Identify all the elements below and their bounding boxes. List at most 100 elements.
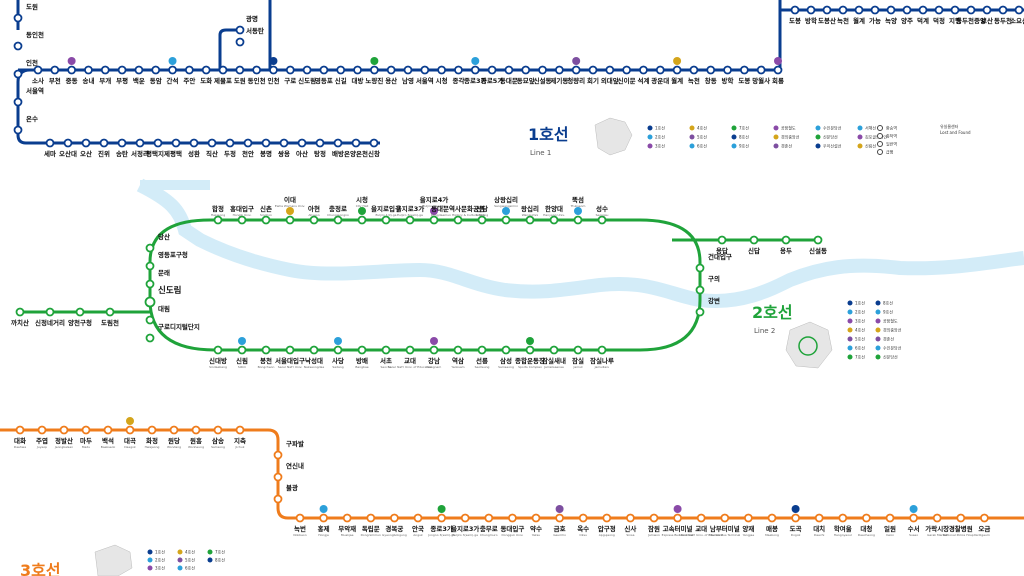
station[interactable]: 도화 (200, 65, 212, 86)
station[interactable]: 인천 (267, 57, 279, 85)
station[interactable]: 신도림 (144, 285, 182, 308)
station[interactable]: 도원 (13, 2, 38, 23)
station[interactable]: 창동 (705, 65, 717, 86)
station[interactable]: 서정리 (131, 138, 149, 159)
station[interactable]: 녹천 (837, 5, 849, 26)
station[interactable]: 덕정 (933, 5, 945, 26)
station[interactable]: 노량진 (365, 57, 383, 85)
station[interactable]: 연신내 (273, 461, 304, 482)
station[interactable]: 용산 (385, 65, 397, 86)
station[interactable]: 쌍용 (278, 138, 290, 159)
station[interactable]: 주안 (183, 65, 195, 86)
station[interactable]: 부개 (99, 65, 111, 86)
station[interactable]: 인천 (13, 58, 38, 79)
station[interactable]: 까치산 (11, 307, 29, 328)
station[interactable]: 강변 (695, 296, 720, 317)
station[interactable]: 불광 (273, 483, 298, 504)
station[interactable]: 아산 (296, 138, 308, 159)
station[interactable]: 서울역 (13, 86, 44, 107)
station[interactable]: 배방 (332, 138, 344, 159)
station[interactable]: 두정 (224, 138, 236, 159)
station[interactable]: 종로5가 (481, 65, 503, 86)
station[interactable]: 녹천 (688, 65, 700, 86)
station[interactable]: 영등포 (315, 65, 333, 86)
station[interactable]: 서동탄 (235, 26, 264, 47)
station[interactable]: 도림천 (101, 307, 119, 328)
station[interactable]: 남영 (402, 65, 414, 86)
station[interactable]: 구파발 (273, 439, 304, 460)
station[interactable]: 송내 (82, 65, 94, 86)
station[interactable]: 양천구청 (68, 307, 92, 328)
station[interactable]: 소요산 (1010, 5, 1024, 26)
station[interactable]: 월계 (671, 57, 683, 85)
station[interactable]: 신길 (335, 65, 347, 86)
station[interactable]: 온양온천 (344, 138, 368, 159)
station[interactable]: 제물포 (214, 65, 232, 86)
station[interactable]: 망월사 (752, 65, 770, 86)
station[interactable]: 평택 (170, 138, 182, 159)
station[interactable]: 신설동 (534, 65, 552, 86)
station[interactable]: 양주 (901, 5, 913, 26)
station[interactable]: 평택지제 (146, 138, 170, 159)
station[interactable]: 방학 (722, 65, 734, 86)
station[interactable]: 문래 (145, 268, 170, 289)
station[interactable]: 회룡 (772, 57, 784, 85)
station[interactable]: 송탄 (116, 138, 128, 159)
station[interactable]: 시청 (436, 65, 448, 86)
station[interactable]: 진위 (98, 138, 110, 159)
station[interactable]: 도봉 (789, 5, 801, 26)
station[interactable]: 동대문 (500, 65, 518, 86)
station[interactable]: 동인천 (13, 30, 44, 51)
station[interactable]: 도봉 (738, 65, 750, 86)
station[interactable]: 신창 (368, 138, 380, 159)
station[interactable]: 광운대 (651, 65, 669, 86)
station[interactable]: 구로 (284, 65, 296, 86)
station[interactable]: 광명 (235, 14, 258, 35)
station[interactable]: 종로3가 (464, 57, 487, 85)
station[interactable]: 오산대 (59, 138, 77, 159)
station[interactable]: 대림 (145, 304, 170, 325)
station[interactable]: 도봉산 (818, 5, 836, 26)
station[interactable]: 탕정 (314, 138, 326, 159)
